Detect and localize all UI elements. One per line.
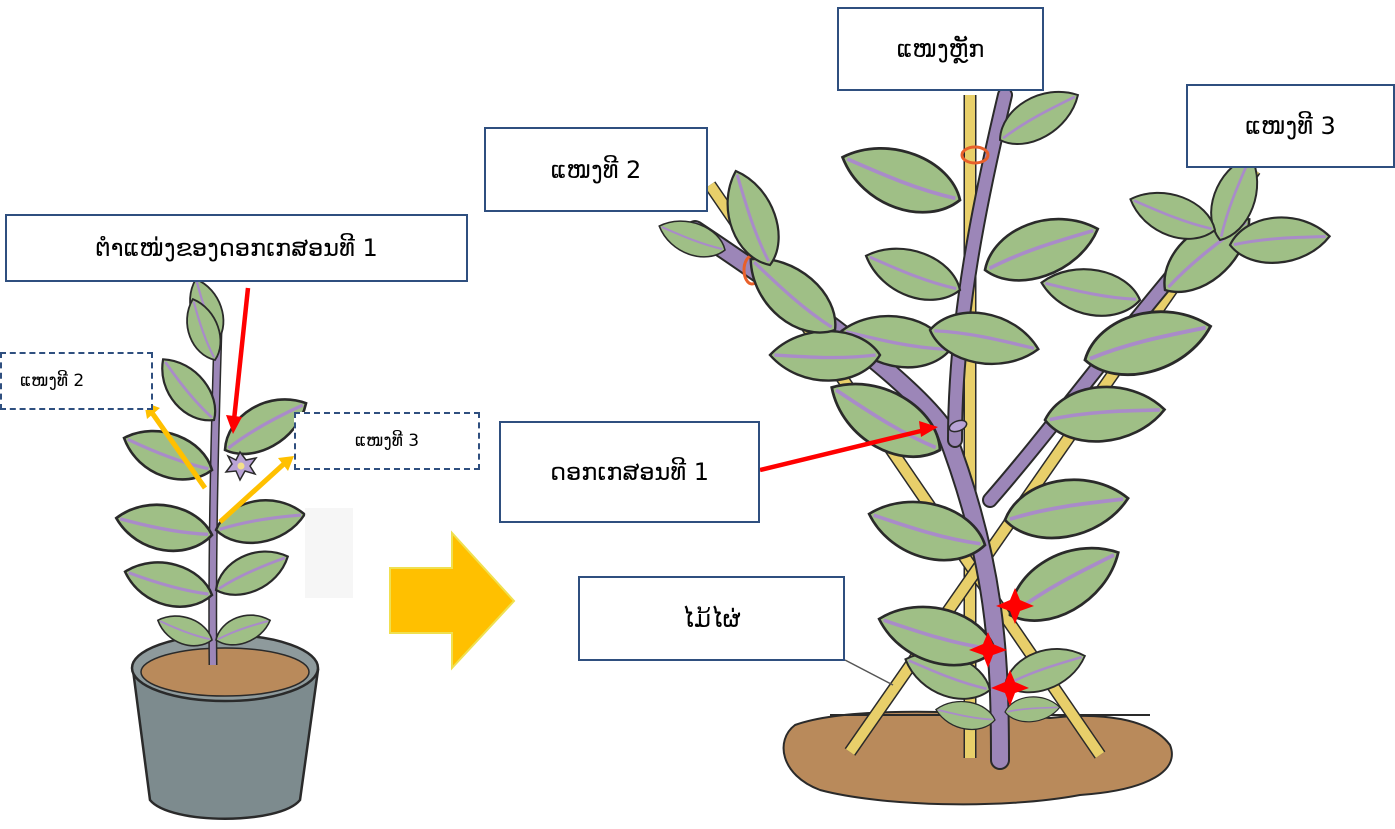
bamboo-stake-label: ໄມ້ໄຜ່ xyxy=(578,576,845,661)
first-flower-label: ດອກເກສອນທີ 1 xyxy=(499,421,760,523)
small-branch-2-label: ແໜງທີ 2 xyxy=(0,352,153,410)
big-branch-2-label: ແໜງທີ 2 xyxy=(484,127,708,212)
first-flower-position-label: ຕໍາແໜ່ງຂອງດອກເກສອນທີ 1 xyxy=(5,214,468,282)
small-branch-3-label: ແໜງທີ 3 xyxy=(294,412,480,470)
staked-eggplant xyxy=(652,75,1334,806)
potted-seedling xyxy=(110,273,353,820)
main-branch-label: ແໜງຫຼັກ xyxy=(837,7,1044,91)
big-branch-3-label: ແໜງທີ 3 xyxy=(1186,84,1395,168)
big-arrow-icon xyxy=(389,530,516,671)
